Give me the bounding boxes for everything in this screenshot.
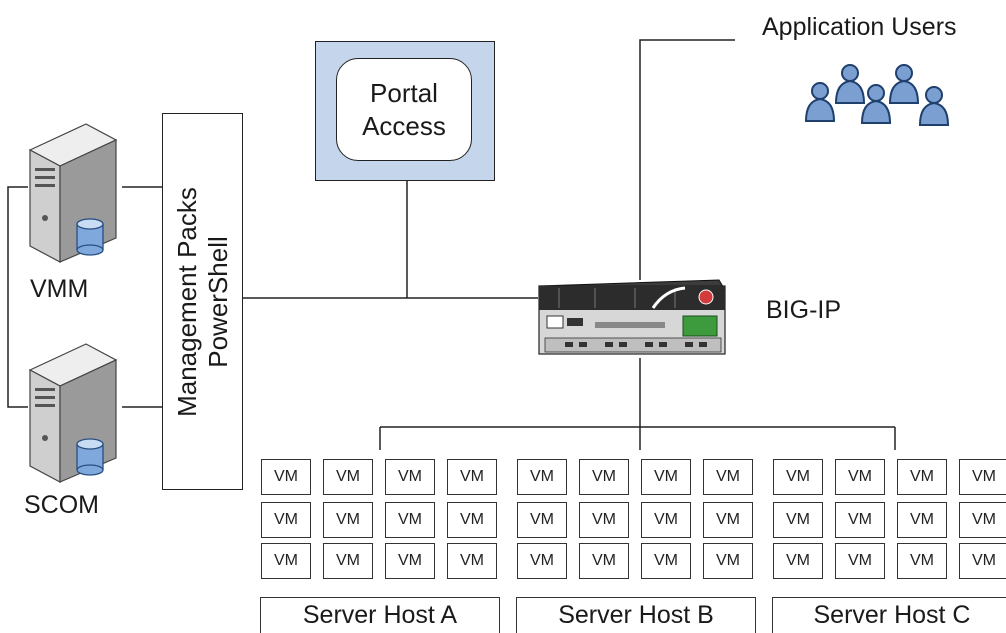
scom-server-icon <box>28 343 118 483</box>
vm-box[interactable]: VM <box>579 459 629 495</box>
portal-access-box[interactable]: Portal Access <box>336 58 472 161</box>
portal-frame: Portal Access <box>315 41 495 181</box>
vm-box[interactable]: VM <box>641 543 691 579</box>
vm-box[interactable]: VM <box>323 459 373 495</box>
application-users-label: Application Users <box>762 13 957 41</box>
powershell-label: PowerShell <box>203 236 233 368</box>
vm-box[interactable]: VM <box>897 459 947 495</box>
vm-box[interactable]: VM <box>385 459 435 495</box>
scom-label: SCOM <box>24 491 99 519</box>
users-group-icon <box>804 64 950 126</box>
vm-box[interactable]: VM <box>323 502 373 538</box>
vm-box[interactable]: VM <box>261 459 311 495</box>
vm-box[interactable]: VM <box>385 543 435 579</box>
management-box: Management Packs PowerShell <box>162 113 243 490</box>
management-packs-label: Management Packs <box>172 187 202 417</box>
vm-box[interactable]: VM <box>261 502 311 538</box>
server-host-a-label: Server Host A <box>260 597 500 633</box>
vm-box[interactable]: VM <box>897 502 947 538</box>
vm-box[interactable]: VM <box>703 543 753 579</box>
vm-box[interactable]: VM <box>447 543 497 579</box>
vm-box[interactable]: VM <box>579 502 629 538</box>
bigip-label: BIG-IP <box>766 296 842 324</box>
bigip-appliance-icon <box>538 279 726 355</box>
vm-box[interactable]: VM <box>703 502 753 538</box>
vm-box[interactable]: VM <box>261 543 311 579</box>
vm-box[interactable]: VM <box>579 543 629 579</box>
vm-box[interactable]: VM <box>835 543 885 579</box>
vm-box[interactable]: VM <box>703 459 753 495</box>
server-host-b-label: Server Host B <box>516 597 756 633</box>
vm-box[interactable]: VM <box>385 502 435 538</box>
vm-box[interactable]: VM <box>835 459 885 495</box>
server-host-c-label: Server Host C <box>772 597 1006 633</box>
vm-box[interactable]: VM <box>773 459 823 495</box>
vm-box[interactable]: VM <box>641 502 691 538</box>
vm-box[interactable]: VM <box>447 459 497 495</box>
vm-box[interactable]: VM <box>517 502 567 538</box>
vm-box[interactable]: VM <box>447 502 497 538</box>
users-to-bigip-line <box>639 39 735 280</box>
access-label: Access <box>362 111 446 141</box>
portal-label: Portal <box>370 78 438 108</box>
vmm-scom-link <box>7 186 28 408</box>
vm-box[interactable]: VM <box>517 543 567 579</box>
vm-box[interactable]: VM <box>959 459 1006 495</box>
vm-box[interactable]: VM <box>897 543 947 579</box>
vmm-server-icon <box>28 123 118 263</box>
vm-box[interactable]: VM <box>641 459 691 495</box>
vm-box[interactable]: VM <box>835 502 885 538</box>
vm-box[interactable]: VM <box>959 502 1006 538</box>
vm-box[interactable]: VM <box>323 543 373 579</box>
vmm-label: VMM <box>30 275 89 303</box>
vm-box[interactable]: VM <box>517 459 567 495</box>
vm-box[interactable]: VM <box>773 502 823 538</box>
vm-box[interactable]: VM <box>959 543 1006 579</box>
vm-box[interactable]: VM <box>773 543 823 579</box>
